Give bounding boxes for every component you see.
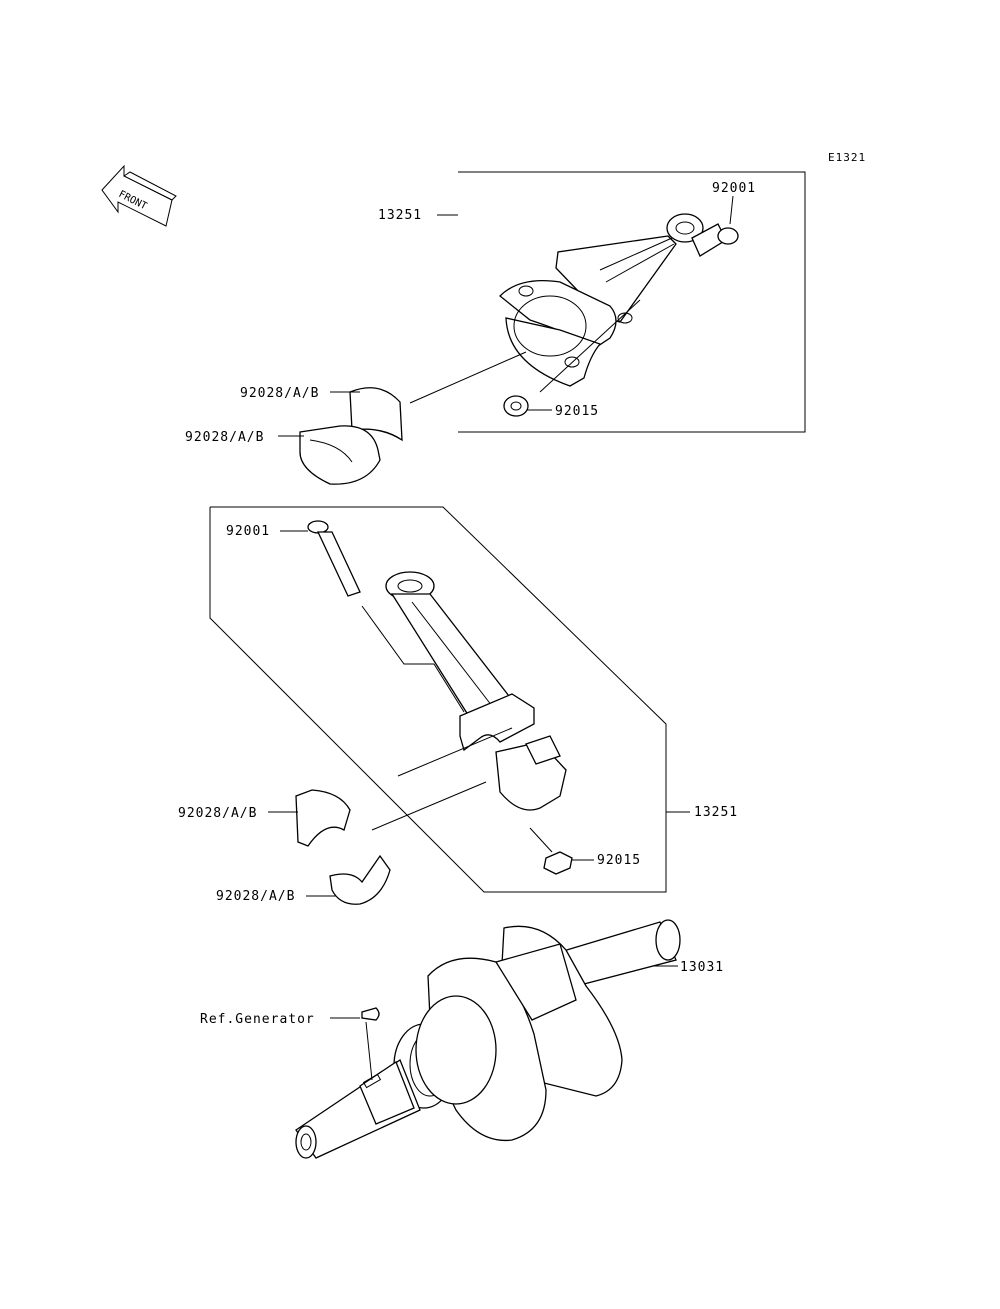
lower-bearing-label-2: 92028/A/B bbox=[216, 889, 295, 904]
crankshaft-group: 13031 Ref.Generator bbox=[200, 919, 724, 1159]
lower-connecting-rod-group: 13251 92001 92015 bbox=[178, 506, 738, 905]
upper-bolt bbox=[691, 223, 739, 257]
lower-bearing-shell-2 bbox=[329, 854, 391, 905]
upper-connecting-rod-group: 13251 92001 92015 bbox=[185, 171, 806, 485]
crankshaft bbox=[295, 919, 681, 1159]
lower-bearing-shell-1 bbox=[295, 789, 351, 847]
upper-bolt-label: 92001 bbox=[712, 181, 756, 196]
diagram-code: E1321 bbox=[828, 151, 866, 164]
upper-nut-label: 92015 bbox=[555, 404, 599, 419]
ref-generator-label: Ref.Generator bbox=[200, 1012, 315, 1027]
upper-bearing-shell-2 bbox=[299, 425, 381, 485]
lower-nut-label: 92015 bbox=[597, 853, 641, 868]
lower-connecting-rod bbox=[385, 571, 567, 811]
woodruff-key bbox=[361, 1007, 380, 1021]
lower-bolt-label: 92001 bbox=[226, 524, 270, 539]
lower-nut bbox=[543, 851, 573, 875]
front-arrow-icon: FRONT bbox=[101, 164, 177, 227]
upper-connecting-rod bbox=[499, 213, 704, 387]
crankshaft-label: 13031 bbox=[680, 960, 724, 975]
upper-bearing-label-1: 92028/A/B bbox=[240, 386, 319, 401]
upper-assembly-label: 13251 bbox=[378, 208, 422, 223]
lower-bolt bbox=[307, 520, 361, 597]
lower-assembly-label: 13251 bbox=[694, 805, 738, 820]
lower-bearing-label-1: 92028/A/B bbox=[178, 806, 257, 821]
upper-nut bbox=[503, 395, 529, 417]
upper-bearing-label-2: 92028/A/B bbox=[185, 430, 264, 445]
